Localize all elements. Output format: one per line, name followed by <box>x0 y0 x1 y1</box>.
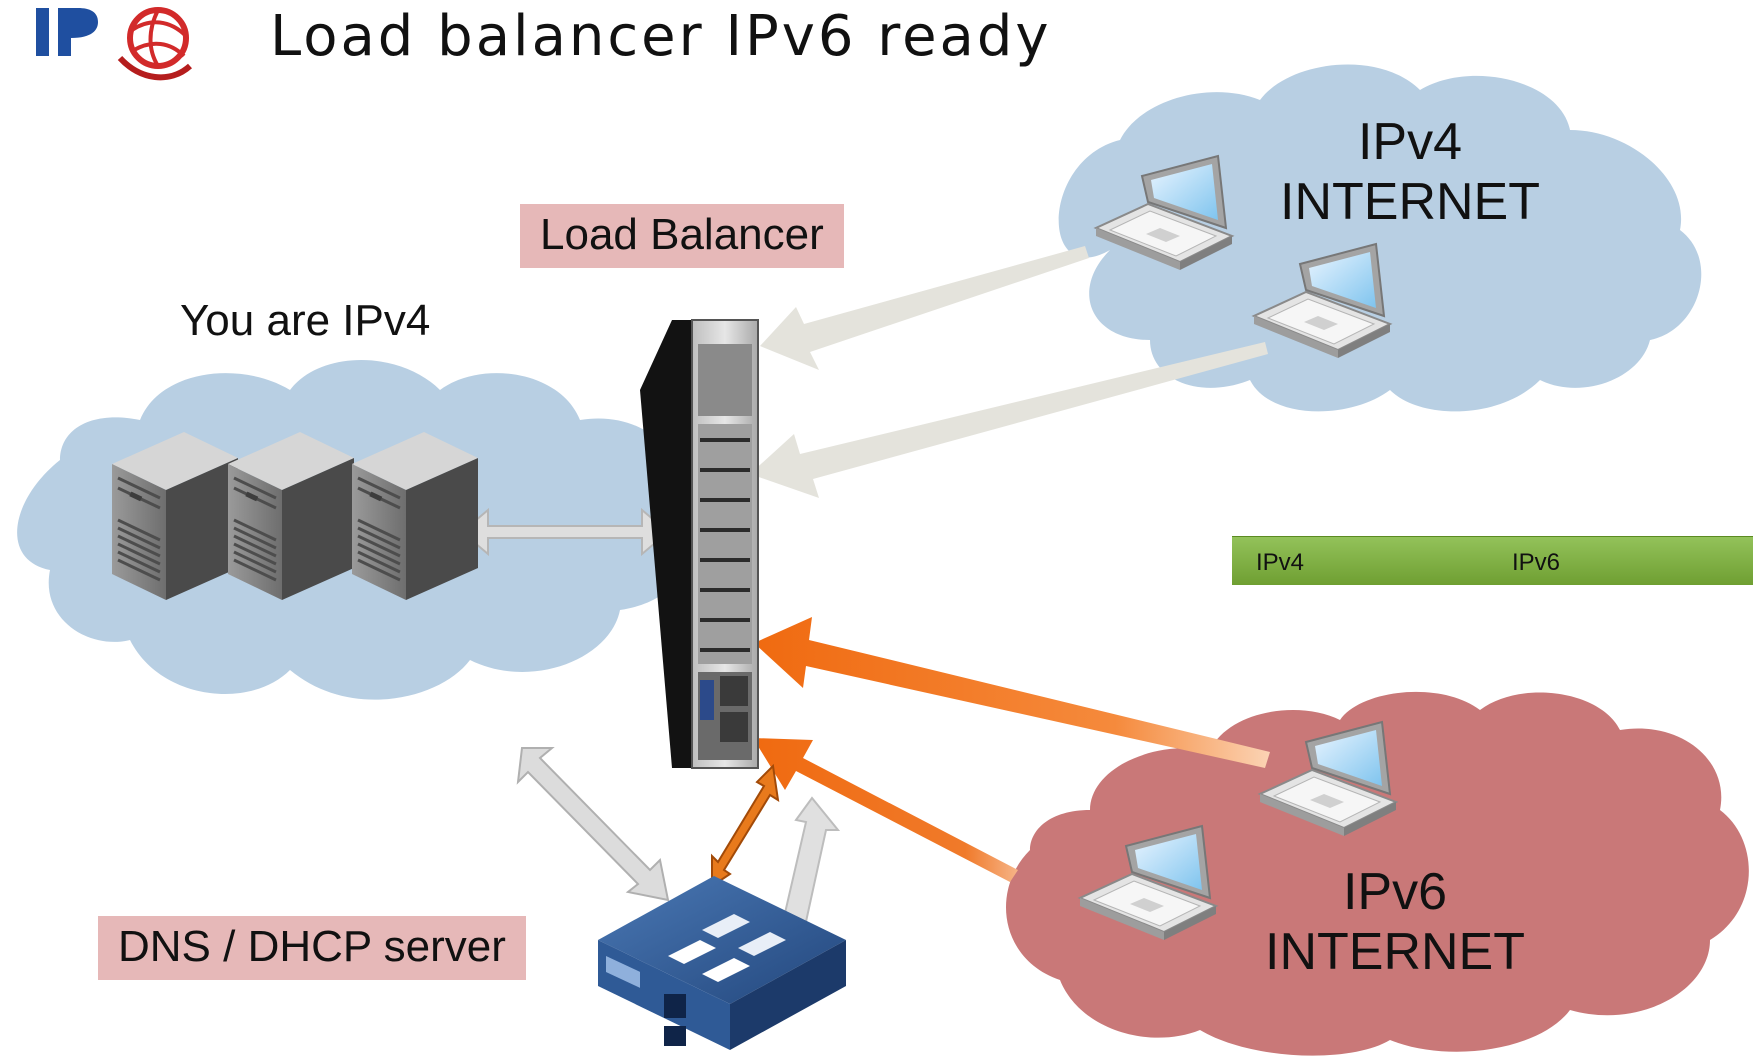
ipv4-internet-cloud <box>1058 64 1702 412</box>
ipv6-arrow-dns-lb <box>711 763 780 888</box>
legend-ipv6-label: IPv6 <box>1512 549 1561 576</box>
legend-ipv4-label: IPv4 <box>1256 549 1305 576</box>
dns-dhcp-label: DNS / DHCP server <box>98 916 526 980</box>
ipv6-arrow-laptop1 <box>754 617 1270 768</box>
servers-label: You are IPv4 <box>180 296 431 345</box>
ipv6-arrow-laptop2 <box>753 738 1018 882</box>
dns-dhcp-device <box>598 876 846 1050</box>
ipv6-internet-label: IPv6 INTERNET <box>1245 862 1545 982</box>
ipv4-arrow-dns-cloud <box>516 747 670 902</box>
ipv6-logo <box>36 7 193 81</box>
ipv6-cloud-line-1: IPv6 <box>1342 863 1448 921</box>
ipv4-cloud-line-1: IPv4 <box>1357 113 1463 171</box>
diagram-title: Load balancer IPv6 ready <box>270 4 1052 69</box>
protocol-legend: IPv4 IPv6 <box>1232 536 1753 585</box>
ipv6-cloud-line-2: INTERNET <box>1265 923 1525 981</box>
server-1 <box>110 430 240 602</box>
ipv4-arrow-laptop1 <box>760 246 1089 370</box>
ipv6-internet-cloud <box>1006 691 1749 1056</box>
server-2 <box>226 430 356 602</box>
ipv4-internet-label: IPv4 INTERNET <box>1260 112 1560 232</box>
load-balancer-label: Load Balancer <box>520 204 844 268</box>
ipv4-cloud-line-2: INTERNET <box>1280 173 1540 231</box>
server-3 <box>350 430 480 602</box>
load-balancer-device <box>640 319 759 769</box>
ipv4-arrow-laptop2 <box>750 342 1268 498</box>
